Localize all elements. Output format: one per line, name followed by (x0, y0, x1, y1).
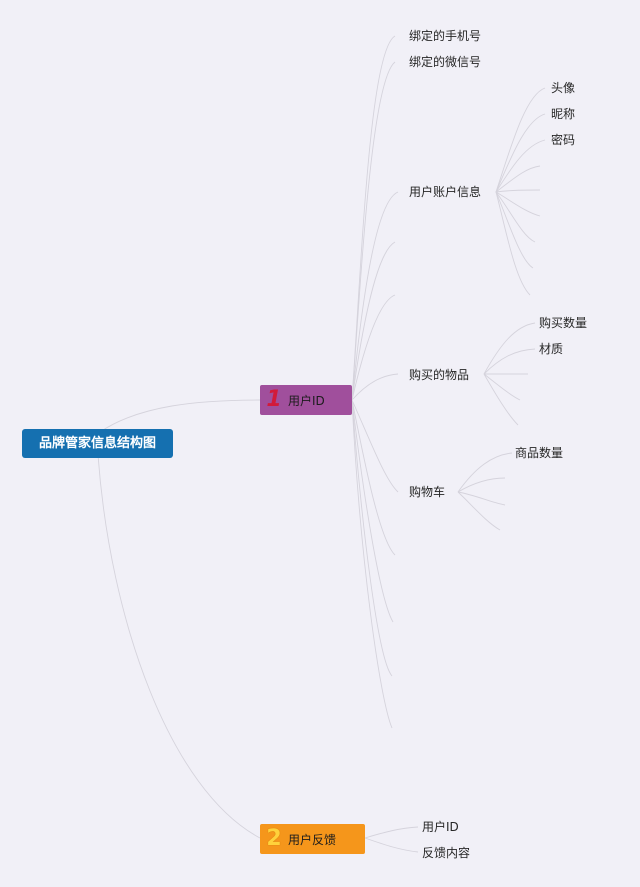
connector-userid-wechat (351, 61, 396, 401)
node-avatar[interactable]: 头像 (551, 81, 576, 95)
node-bound-wechat[interactable]: 绑定的微信号 (409, 55, 482, 69)
connector-account-password (495, 139, 546, 193)
number-1-icon: 1 (266, 387, 282, 412)
connector-root-feedback (97, 454, 261, 839)
number-2-icon: 2 (266, 826, 282, 851)
node-feedback-content[interactable]: 反馈内容 (422, 846, 471, 860)
branch-label-user-id: 用户ID (288, 393, 325, 408)
connector-account-nickname (495, 113, 546, 193)
node-cart[interactable]: 购物车 (409, 485, 446, 499)
connector-purchased-material (483, 348, 536, 375)
branch-node-user-id[interactable]: 1 用户ID (260, 385, 352, 415)
node-account-info[interactable]: 用户账户信息 (409, 185, 482, 199)
root-node[interactable]: 品牌管家信息结构图 (22, 429, 173, 458)
connector-purchased-quantity (483, 322, 536, 375)
connector-account-avatar (495, 87, 546, 193)
connector-userid-phone (351, 35, 396, 401)
connector-userid-account (351, 191, 399, 401)
branch-node-feedback[interactable]: 2 用户反馈 (260, 824, 365, 854)
connector-feedback-content (364, 837, 419, 853)
branch-label-feedback: 用户反馈 (288, 832, 337, 847)
node-password[interactable]: 密码 (551, 133, 576, 147)
root-label: 品牌管家信息结构图 (38, 436, 156, 451)
node-item-count[interactable]: 商品数量 (515, 446, 564, 460)
node-purchase-quantity[interactable]: 购买数量 (539, 316, 588, 330)
connector-userid-cart (351, 399, 399, 493)
connector-userid-purchased (351, 373, 399, 401)
connector-root-userid (99, 399, 261, 433)
node-nickname[interactable]: 昵称 (551, 107, 576, 121)
node-purchased-items[interactable]: 购买的物品 (409, 368, 470, 382)
node-material[interactable]: 材质 (539, 342, 564, 356)
connector-cart-count (457, 452, 513, 493)
node-bound-phone[interactable]: 绑定的手机号 (409, 29, 482, 43)
connector-feedback-userid (364, 826, 419, 839)
node-feedback-user-id[interactable]: 用户ID (422, 820, 459, 834)
